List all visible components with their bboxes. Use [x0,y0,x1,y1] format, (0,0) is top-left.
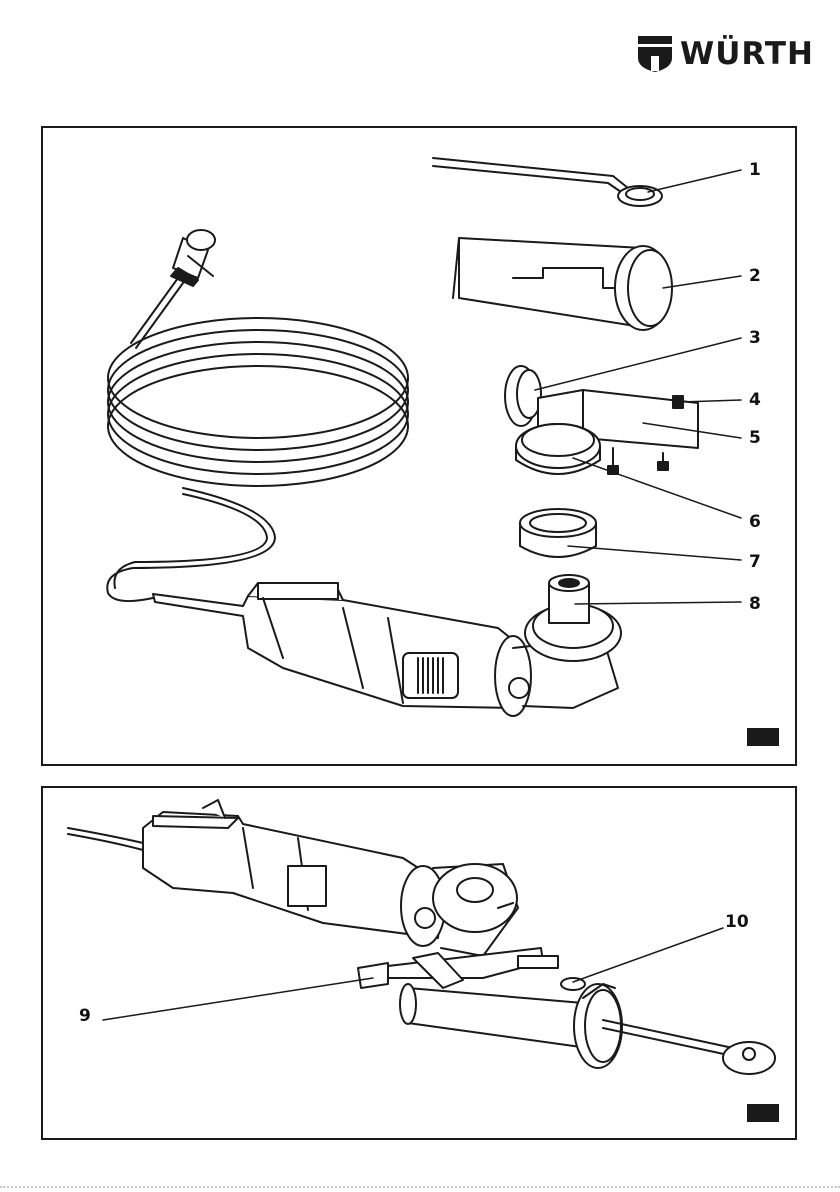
callout-9: 9 [79,1006,91,1026]
figure-2-badge [747,1104,779,1122]
angle-grinder-mounted [143,800,518,956]
power-plug [131,230,215,348]
guide-rail-assembly [358,948,775,1074]
figure-1-badge [747,728,779,746]
callout-5: 5 [749,428,761,448]
part-spacer-ring [520,509,596,557]
figure-2-panel: 9 10 [41,786,797,1140]
cable-end [68,828,143,850]
callout-4: 4 [749,390,761,410]
figure-2-illustration [43,788,795,1138]
angle-grinder [153,575,621,716]
brand-logo: WÜRTH [636,34,806,74]
figure-1-illustration [43,128,795,764]
callout-7: 7 [749,552,761,572]
part-lever-key [433,158,662,206]
page-perforation [0,1186,840,1191]
callout-8: 8 [749,594,761,614]
wurth-tower-icon [636,34,674,74]
brand-name: WÜRTH [680,36,814,72]
callout-leaders [535,170,741,604]
part-guide-sleeve [453,238,672,330]
coiled-cable [107,318,408,601]
callout-2: 2 [749,266,761,286]
callout-3: 3 [749,328,761,348]
callout-1: 1 [749,160,761,180]
part-clamp-assembly [505,366,698,474]
callout-6: 6 [749,512,761,532]
figure-1-panel: 1 2 3 4 5 6 7 8 [41,126,797,766]
callout-10: 10 [725,912,749,932]
